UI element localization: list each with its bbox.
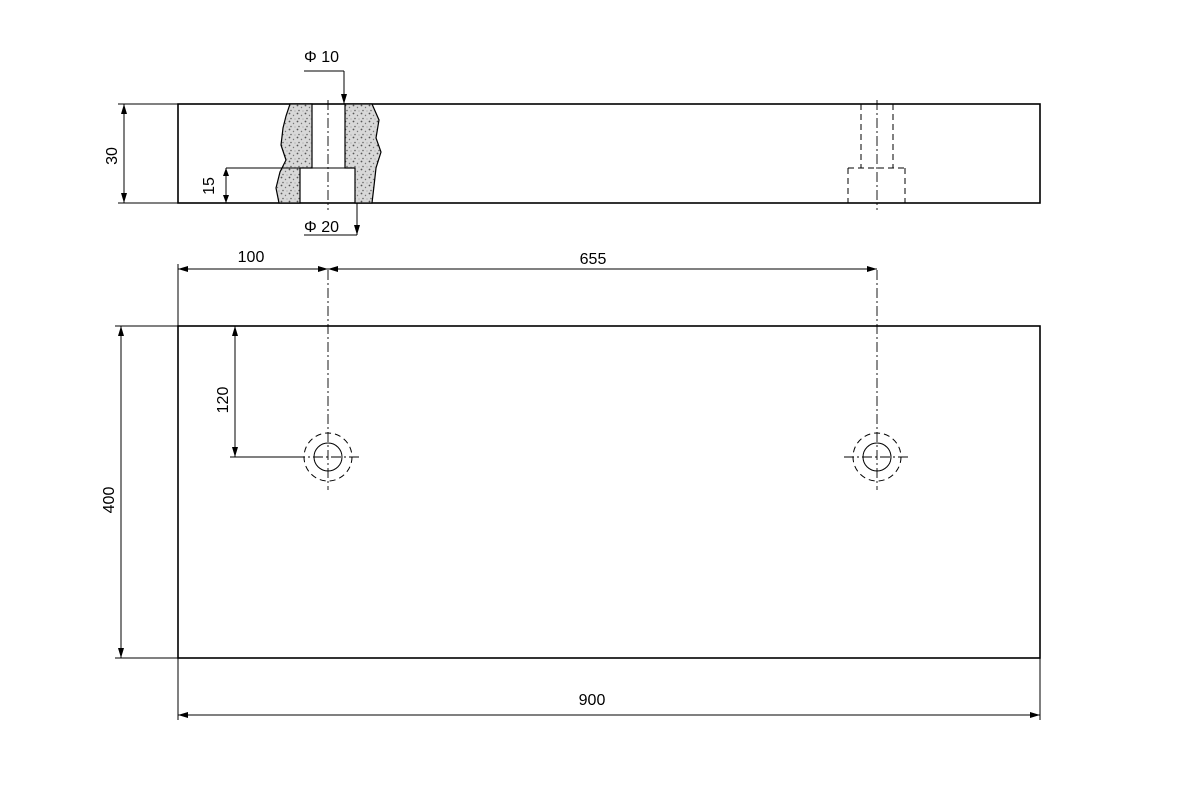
large-hole-diameter: Φ 20 — [304, 219, 339, 236]
top-view-outline — [177, 325, 1041, 659]
length-dimension: 900 — [579, 692, 606, 709]
hole-from-top-dimension: 120 — [215, 387, 232, 414]
thickness-dimension: 30 — [104, 147, 121, 165]
counterbore-depth-dimension: 15 — [201, 177, 218, 195]
hole-right — [844, 270, 910, 490]
hole-spacing-dimension: 655 — [580, 251, 607, 268]
side-view: 30 15 Φ 10 Φ 20 — [104, 49, 1041, 236]
section-hatch-right — [344, 103, 382, 204]
section-hatch-left — [275, 103, 313, 204]
small-hole-diameter: Φ 10 — [304, 49, 339, 66]
hole-left — [295, 270, 360, 490]
edge-to-hole-dimension: 100 — [238, 249, 265, 266]
top-view: 100 655 120 400 900 — [101, 249, 1041, 720]
side-view-outline — [177, 103, 1041, 204]
width-dimension: 400 — [101, 487, 118, 514]
